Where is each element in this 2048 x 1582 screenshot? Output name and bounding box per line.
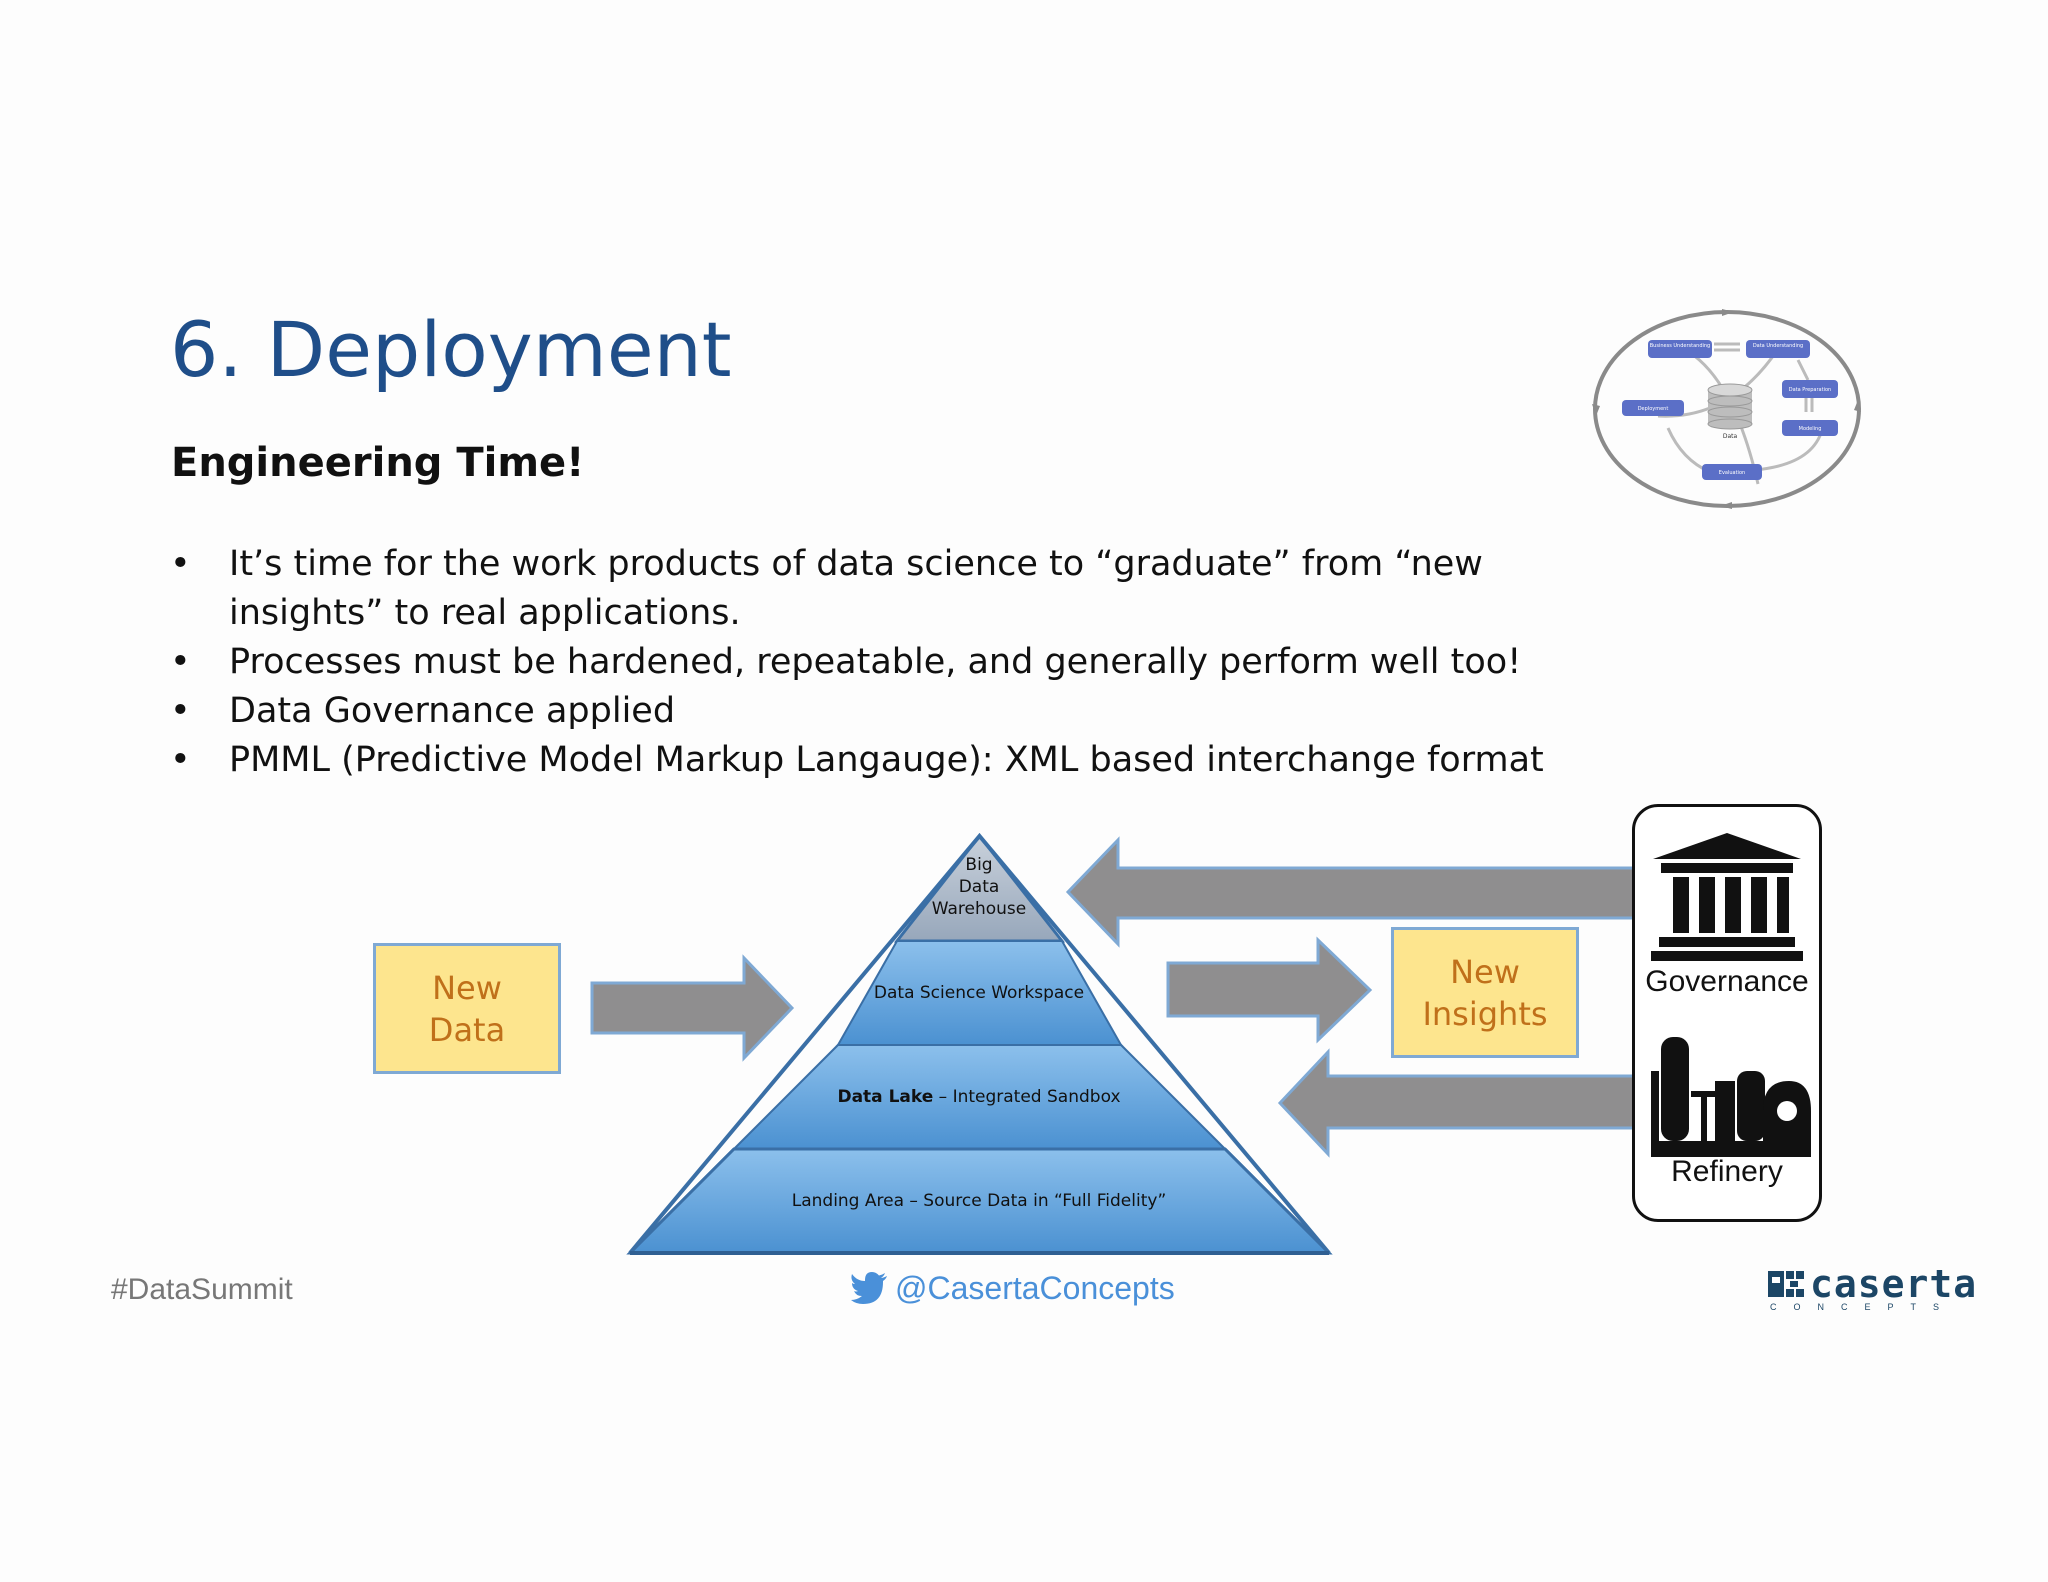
arrow-right-icon <box>590 954 795 1062</box>
cycle-node-label: Data Understanding <box>1753 343 1803 349</box>
caserta-logo-icon <box>1768 1271 1804 1297</box>
arrow-right-icon <box>1166 936 1373 1044</box>
logo-wordmark: caserta <box>1810 1262 1978 1306</box>
cycle-node-label: Business Understanding <box>1650 343 1710 349</box>
new-data-line: New <box>432 968 502 1007</box>
slide-title: 6. Deployment <box>170 305 732 394</box>
pyramid-data-lake-label: Data Lake – Integrated Sandbox <box>837 1087 1120 1107</box>
refinery-icon <box>1651 1037 1811 1157</box>
cycle-arrowhead-icon <box>1592 404 1600 416</box>
cycle-node <box>1782 420 1838 436</box>
arrow-left-icon <box>1065 836 1640 948</box>
bullet-list: It’s time for the work products of data … <box>170 540 1590 785</box>
cycle-node-label: Evaluation <box>1719 470 1745 476</box>
cycle-arrowhead-icon <box>1722 309 1734 316</box>
database-icon <box>1707 383 1753 430</box>
bullet-item: Processes must be hardened, repeatable, … <box>170 638 1590 687</box>
cycle-node <box>1648 340 1712 358</box>
cycle-node-label: Data Preparation <box>1789 387 1831 393</box>
bullet-item: Data Governance applied <box>170 687 1590 736</box>
bullet-item: PMML (Predictive Model Markup Langauge):… <box>170 736 1590 785</box>
pyramid-data-lake-rest: – Integrated Sandbox <box>933 1087 1120 1107</box>
cycle-node-label: Deployment <box>1638 406 1669 412</box>
pyramid-top-label: Big <box>965 855 992 875</box>
new-data-line: Data <box>428 1010 506 1049</box>
cycle-node <box>1702 464 1762 480</box>
logo-subtext: CONCEPTS <box>1770 1302 1957 1312</box>
new-insights-line: Insights <box>1422 994 1548 1033</box>
cycle-node-label: Modeling <box>1799 426 1822 432</box>
new-data-box: New Data <box>373 943 561 1074</box>
pyramid-landing-label: Landing Area – Source Data in “Full Fide… <box>792 1191 1167 1211</box>
twitter-handle-text: @CasertaConcepts <box>895 1270 1175 1306</box>
cycle-node <box>1746 340 1810 358</box>
cycle-arrowhead-icon <box>1720 502 1732 509</box>
pyramid-top-label: Data <box>959 877 1000 897</box>
governance-refinery-panel: Governance Refinery <box>1632 804 1822 1222</box>
pyramid-workspace-label: Data Science Workspace <box>874 983 1084 1003</box>
pyramid-top-label: Warehouse <box>932 899 1026 919</box>
cycle-arrowhead-icon <box>1854 400 1861 412</box>
arrow-left-icon <box>1277 1048 1640 1158</box>
bullet-item: It’s time for the work products of data … <box>170 540 1519 638</box>
refinery-label: Refinery <box>1671 1155 1783 1188</box>
cycle-node <box>1622 400 1684 416</box>
new-insights-line: New <box>1450 952 1520 991</box>
twitter-bird-icon <box>851 1271 887 1304</box>
twitter-handle: @CasertaConcepts <box>851 1270 1175 1307</box>
government-building-icon <box>1651 833 1803 961</box>
hashtag-text: #DataSummit <box>111 1273 293 1306</box>
cycle-node <box>1782 380 1838 398</box>
crisp-dm-cycle-diagram: Business Understanding Data Understandin… <box>1592 309 1861 509</box>
governance-label: Governance <box>1645 965 1809 998</box>
new-insights-box: New Insights <box>1391 927 1579 1058</box>
caserta-logo: caserta CONCEPTS <box>1768 1262 1977 1312</box>
pyramid-data-lake-bold: Data Lake <box>837 1087 933 1107</box>
cycle-center-label: Data <box>1723 433 1738 440</box>
slide-subtitle: Engineering Time! <box>171 440 585 486</box>
